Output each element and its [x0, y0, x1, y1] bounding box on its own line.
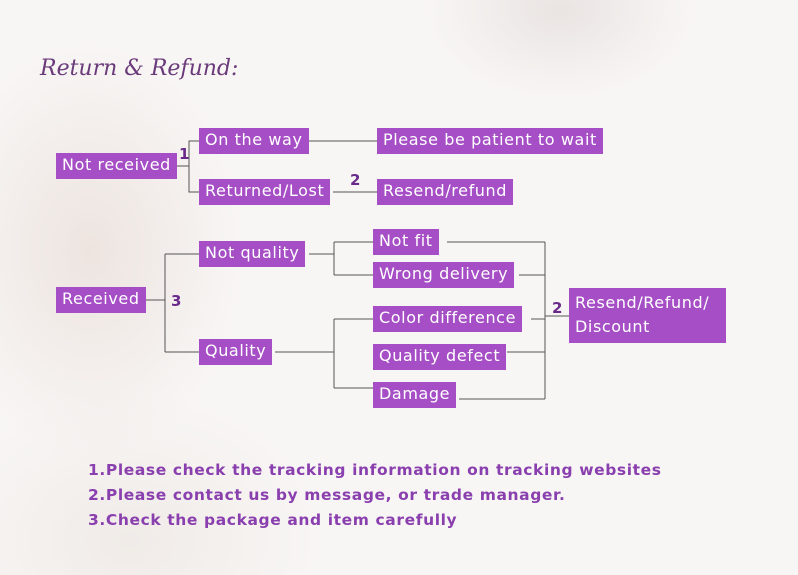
step-marker-2b: 2: [552, 299, 563, 317]
step-marker-3: 3: [171, 292, 182, 310]
not-fit-box: Not fit: [373, 229, 439, 255]
returned-lost-box: Returned/Lost: [199, 179, 331, 205]
wrong-delivery-box: Wrong delivery: [373, 262, 515, 288]
quality-box: Quality: [199, 339, 273, 365]
note-item-1: 1.Please check the tracking information …: [88, 461, 662, 479]
not-received-box: Not received: [56, 153, 177, 179]
quality-defect-box: Quality defect: [373, 344, 507, 370]
on-the-way-box: On the way: [199, 128, 309, 154]
step-marker-2a: 2: [350, 171, 361, 189]
step-marker-1: 1: [179, 145, 190, 163]
damage-box: Damage: [373, 382, 457, 408]
color-difference-box: Color difference: [373, 306, 523, 332]
resend-refund-box: Resend/refund: [377, 179, 514, 205]
note-item-3: 3.Check the package and item carefully: [88, 511, 458, 529]
please-wait-box: Please be patient to wait: [377, 128, 603, 154]
not-quality-box: Not quality: [199, 241, 306, 267]
page-title: Return & Refund:: [40, 56, 239, 81]
notes-list: 1.Please check the tracking information …: [88, 460, 662, 535]
received-box: Received: [56, 287, 146, 313]
resend-refund-discount-box: Resend/Refund/ Discount: [569, 288, 726, 343]
note-item-2: 2.Please contact us by message, or trade…: [88, 486, 566, 504]
